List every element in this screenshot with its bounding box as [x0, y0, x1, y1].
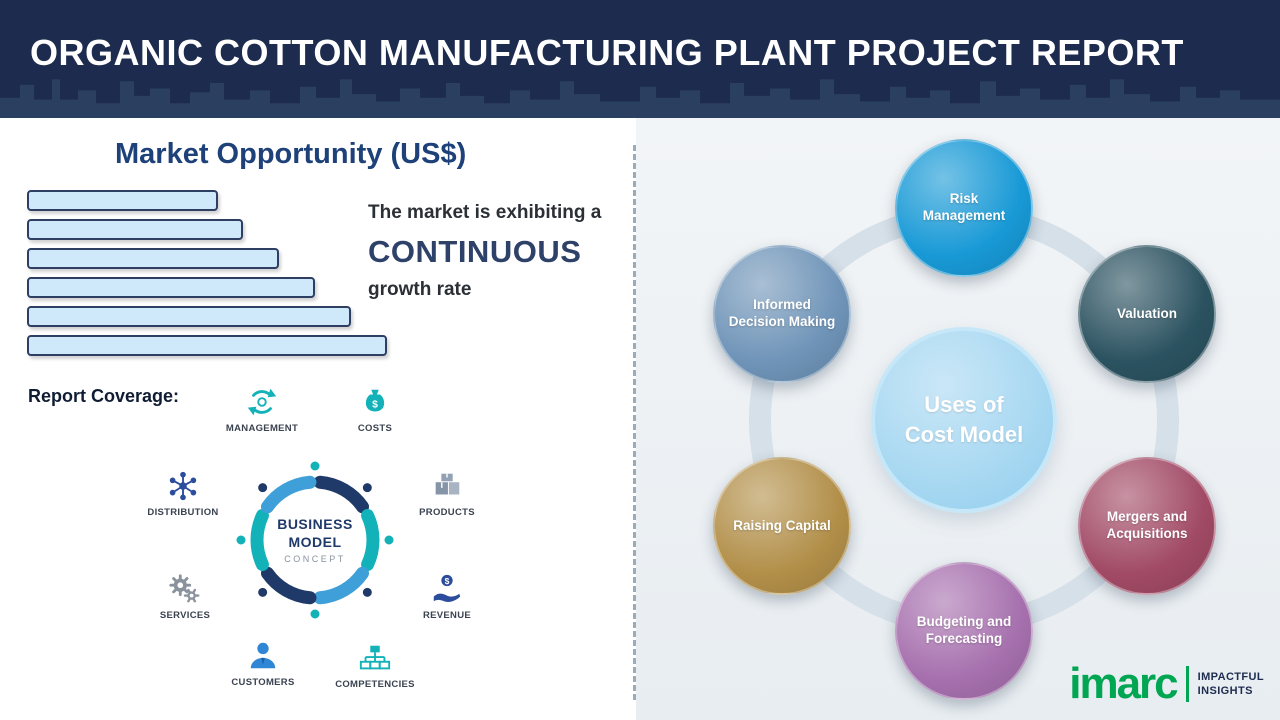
market-bar-chart [27, 190, 387, 364]
bm-item-label: COMPETENCIES [335, 679, 415, 690]
business-model-ring: BUSINESS MODEL CONCEPT [225, 450, 405, 630]
bm-item-label: COSTS [357, 423, 393, 434]
satellite-label: Valuation [1116, 305, 1177, 321]
business-model-center-line2: MODEL [288, 533, 342, 550]
business-model-center: BUSINESS MODEL CONCEPT [225, 450, 405, 630]
growth-line1: The market is exhibiting a [368, 202, 602, 223]
satellite-informed-decision-making: Informed Decision Making [713, 245, 851, 383]
market-bar [27, 248, 279, 269]
market-bar [27, 277, 315, 298]
satellite-label: Raising Capital [733, 517, 831, 533]
imarc-logo-bar [1185, 666, 1189, 702]
growth-line2: growth rate [368, 279, 472, 300]
bm-item-label: DISTRIBUTION [147, 507, 219, 518]
business-model-center-line1: BUSINESS [277, 516, 353, 532]
bm-item-label: SERVICES [159, 610, 211, 621]
header-banner: ORGANIC COTTON MANUFACTURING PLANT PROJE… [0, 0, 1280, 118]
management-recycle-icon [214, 384, 310, 420]
market-opportunity-title: Market Opportunity (US$) [115, 138, 467, 170]
uses-center-line2: Cost Model [904, 422, 1024, 447]
uses-center-circle: Uses of Cost Model [871, 327, 1057, 513]
bm-item-revenue: $ REVENUE [399, 571, 495, 621]
page-title: ORGANIC COTTON MANUFACTURING PLANT PROJE… [30, 32, 1184, 73]
bm-item-management: MANAGEMENT [214, 384, 310, 434]
market-bar [27, 335, 387, 356]
satellite-raising-capital: Raising Capital [713, 457, 851, 595]
bm-item-services: SERVICES [137, 571, 233, 621]
gears-icon [137, 571, 233, 607]
person-icon [215, 638, 311, 674]
hand-coin-icon: $ [399, 571, 495, 607]
market-bar [27, 219, 243, 240]
dollar-sign: $ [445, 576, 450, 586]
satellite-risk-management: Risk Management [895, 139, 1033, 277]
money-bag-icon: $ [327, 384, 423, 420]
boxes-icon [399, 468, 495, 504]
imarc-tagline-line2: INSIGHTS [1197, 685, 1253, 697]
report-coverage-label: Report Coverage: [28, 386, 180, 406]
org-chart-icon [327, 640, 423, 676]
satellite-label: Mergers and Acquisitions [1106, 509, 1188, 541]
business-model-center-line3: CONCEPT [284, 554, 346, 564]
imarc-tagline-line1: IMPACTFUL [1197, 670, 1264, 683]
uses-center-line1: Uses of [924, 392, 1004, 418]
left-panel: Market Opportunity (US$) The market is e… [0, 118, 636, 720]
panel-divider [633, 145, 636, 700]
bm-item-label: MANAGEMENT [225, 423, 299, 434]
imarc-logo-text: imarc [1069, 659, 1178, 708]
imarc-logo: imarc IMPACTFUL INSIGHTS [1069, 662, 1264, 706]
bm-item-label: CUSTOMERS [231, 677, 295, 688]
bm-item-competencies: COMPETENCIES [327, 640, 423, 690]
bm-item-distribution: DISTRIBUTION [135, 468, 231, 518]
imarc-tagline: IMPACTFUL INSIGHTS [1198, 670, 1264, 699]
growth-highlight: CONTINUOUS [368, 234, 582, 269]
bm-item-customers: CUSTOMERS [215, 638, 311, 688]
bm-item-costs: $ COSTS [327, 384, 423, 434]
satellite-budgeting-and-forecasting: Budgeting and Forecasting [895, 562, 1033, 700]
bm-item-label: PRODUCTS [419, 507, 475, 518]
satellite-label: Budgeting and Forecasting [916, 614, 1012, 646]
satellite-label: Risk Management [922, 191, 1006, 223]
market-bar [27, 306, 351, 327]
bm-item-products: PRODUCTS [399, 468, 495, 518]
dollar-sign: $ [372, 400, 378, 411]
satellite-mergers-and-acquisitions: Mergers and Acquisitions [1078, 457, 1216, 595]
network-icon [135, 468, 231, 504]
satellite-label: Informed Decision Making [728, 297, 836, 329]
growth-text-block: The market is exhibiting a CONTINUOUS gr… [368, 202, 628, 301]
bm-item-label: REVENUE [422, 610, 472, 621]
satellite-valuation: Valuation [1078, 245, 1216, 383]
market-bar [27, 190, 218, 211]
city-skyline-icon [0, 79, 1280, 118]
